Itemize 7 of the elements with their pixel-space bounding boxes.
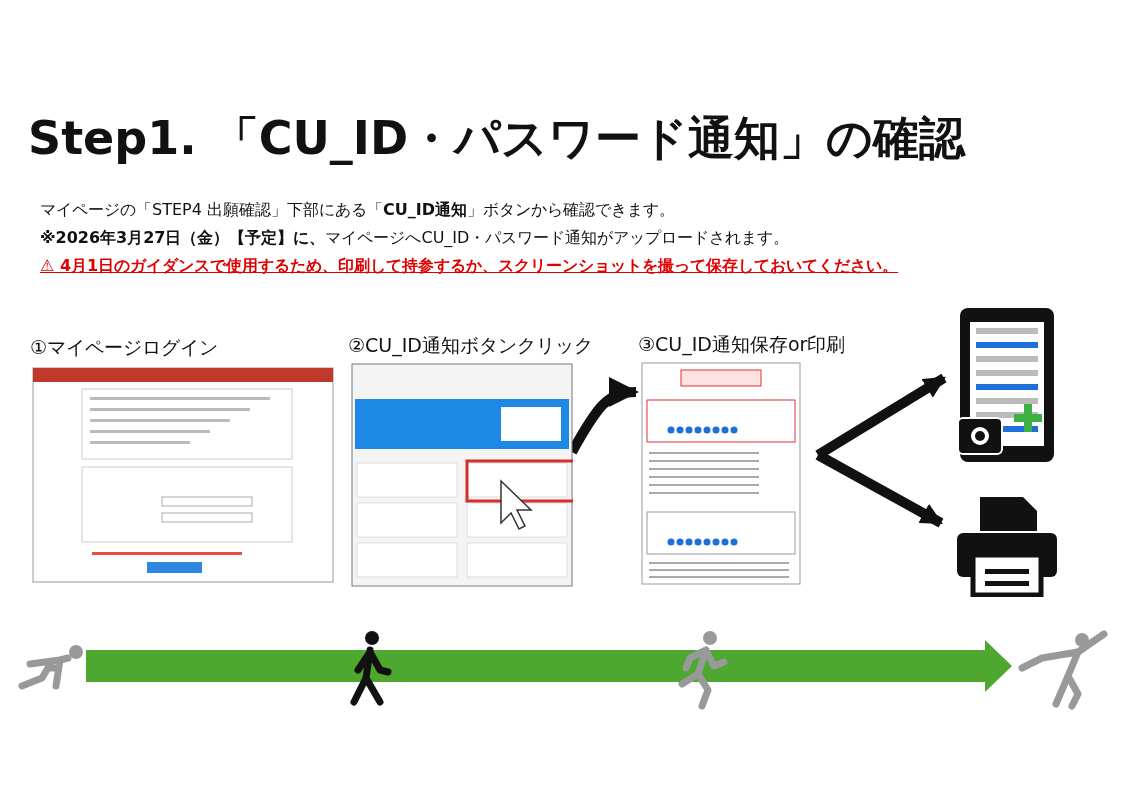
step-heading: ③CU_ID通知保存or印刷 <box>638 332 846 358</box>
step-heading: ②CU_ID通知ボタンクリック <box>348 333 593 359</box>
instruction-text: マイページの「STEP4 出願確認」下部にある「CU_ID通知」ボタンから確認できます。 <box>40 200 675 221</box>
warning-note: ⚠ 4月1日のガイダンスで使用するため、印刷して持参するか、スクリーンショットを撮って保存しておいてください。 <box>40 256 899 277</box>
slide-title: Step1. 「CU_ID・パスワード通知」の確認 <box>28 110 966 167</box>
step-heading: ①マイページログイン <box>30 335 219 360</box>
instruction-text: ※2026年3月27日（金）【予定】に、マイページへCU_ID・パスワード通知がアップロードされます。 <box>40 228 790 249</box>
